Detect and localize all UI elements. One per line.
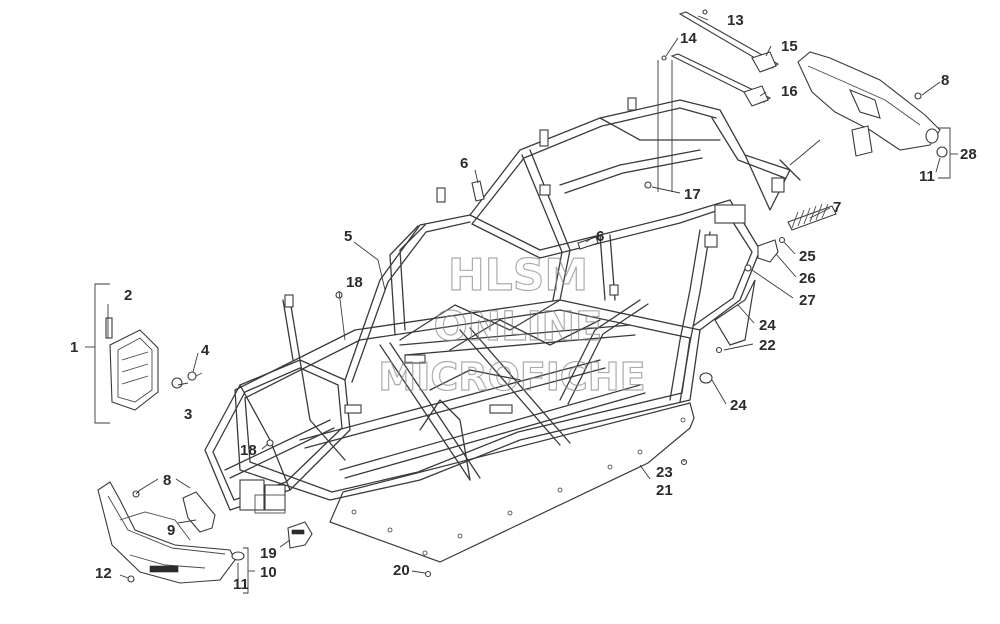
bolt-washer-part <box>171 371 203 389</box>
callout-16: 20 <box>393 562 410 579</box>
callout-14: 18 <box>240 442 257 459</box>
callout-2: 2 <box>124 287 132 304</box>
main-frame <box>204 97 801 514</box>
callout-20: 24 <box>730 397 747 414</box>
callout-22: 26 <box>799 270 816 287</box>
callout-18-upper: 22 <box>759 337 776 354</box>
callout-6-upper: 6 <box>460 155 468 172</box>
callout-25: 15 <box>781 38 798 55</box>
callout-26: 16 <box>781 83 798 100</box>
skid-screw-part <box>424 570 432 578</box>
callout-8-rear: 8 <box>941 72 949 89</box>
callout-6-lower: 6 <box>596 228 604 245</box>
skid-plate <box>329 402 695 563</box>
screw-part <box>680 346 723 466</box>
callout-9: 9 <box>167 522 175 539</box>
callout-21: 25 <box>799 248 816 265</box>
callout-11-rear: 11 <box>919 168 935 185</box>
callout-11-front: 11 <box>233 576 249 593</box>
callout-1: 1 <box>70 339 78 356</box>
bumper-bracket-part <box>182 491 216 533</box>
callout-12: 12 <box>95 565 112 582</box>
callout-7: 7 <box>833 199 841 216</box>
clamp-part <box>743 51 777 107</box>
watermark-line-3: MICROFICHE <box>378 355 645 399</box>
callout-23: 27 <box>799 292 816 309</box>
watermark-line-1: HLSM <box>448 250 588 301</box>
rear-bumper-part <box>797 51 948 158</box>
leader-lines <box>85 15 958 594</box>
bolt-part <box>127 575 135 583</box>
side-panel-part <box>105 317 159 411</box>
plug-part <box>699 372 713 384</box>
watermark-line-2: ONLINE <box>434 304 603 350</box>
watermark: HLSM ONLINE MICROFICHE <box>378 249 646 399</box>
mount-bracket-part <box>287 521 313 549</box>
rear-grille-part <box>787 203 837 231</box>
callout-13: 18 <box>346 274 363 291</box>
callout-4: 4 <box>201 342 210 359</box>
front-bumper-part <box>97 481 245 584</box>
clip-part <box>266 439 274 447</box>
callout-24-lower: 14 <box>680 30 697 47</box>
callout-3: 3 <box>184 406 192 423</box>
callout-28: 28 <box>960 146 977 163</box>
callout-27: 17 <box>684 186 701 203</box>
callout-17: 21 <box>656 482 673 499</box>
callout-24-upper: 13 <box>727 12 744 29</box>
fastener-part <box>132 92 922 498</box>
nut-part <box>644 181 652 189</box>
callout-19: 24 <box>759 317 776 334</box>
hitch-bracket-part <box>744 236 786 272</box>
callout-labels: 2 1 4 3 5 18 6 6 7 8 8 9 10 11 11 12 18 … <box>70 12 977 593</box>
callout-10: 10 <box>260 564 277 581</box>
mesh-strip-part <box>471 180 599 250</box>
rear-skid-part <box>714 279 756 346</box>
callout-18-lower: 23 <box>656 464 673 481</box>
callout-8-front: 8 <box>163 472 171 489</box>
callout-5: 5 <box>344 228 352 245</box>
callout-15: 19 <box>260 545 277 562</box>
rail-part <box>661 9 780 103</box>
